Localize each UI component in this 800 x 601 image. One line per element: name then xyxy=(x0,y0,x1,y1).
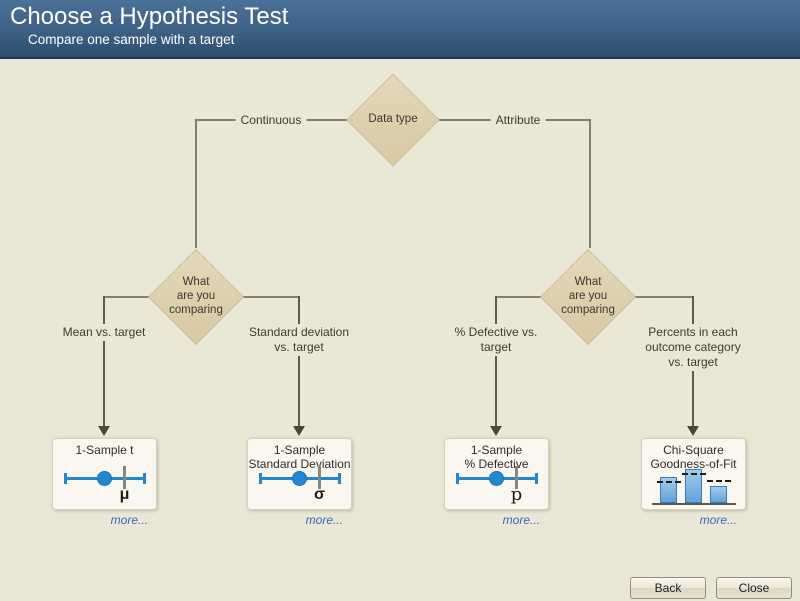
comparing-node-right: What are you comparing xyxy=(539,248,637,346)
comparing-node-left: What are you comparing xyxy=(147,248,245,346)
more-link-1-sample-t[interactable]: more... xyxy=(110,513,148,527)
mu-symbol: μ xyxy=(119,486,130,503)
arrow-line xyxy=(298,296,300,427)
connector-line xyxy=(496,296,542,298)
connector-line xyxy=(634,296,693,298)
data-type-node: Data type xyxy=(346,73,440,167)
arrow-down-icon xyxy=(687,426,699,436)
connector-line xyxy=(104,296,150,298)
card-title: 1-Sample Standard Deviation xyxy=(248,443,351,471)
close-button[interactable]: Close xyxy=(716,577,792,599)
branch-label-attribute: Attribute xyxy=(490,112,546,129)
card-1-sample-percent-defective[interactable]: 1-Sample % Defective p xyxy=(444,438,549,510)
arrow-line xyxy=(495,296,497,427)
outcome-label-mean: Mean vs. target xyxy=(57,324,151,341)
connector-line xyxy=(195,119,197,248)
card-1-sample-standard-deviation[interactable]: 1-Sample Standard Deviation σ xyxy=(247,438,352,510)
comparing-label-left: What are you comparing xyxy=(169,276,223,316)
comparing-label-right: What are you comparing xyxy=(561,276,615,316)
card-chi-square-goodness-of-fit[interactable]: Chi-Square Goodness-of-Fit xyxy=(641,438,746,510)
back-button[interactable]: Back xyxy=(630,577,706,599)
card-1-sample-t[interactable]: 1-Sample t μ xyxy=(52,438,157,510)
page-title: Choose a Hypothesis Test xyxy=(10,3,289,30)
arrow-line xyxy=(103,296,105,427)
sample-vs-target-sigma-icon: σ xyxy=(259,466,341,506)
arrow-down-icon xyxy=(98,426,110,436)
card-title: 1-Sample t xyxy=(75,443,134,457)
sample-vs-target-p-icon: p xyxy=(456,466,538,506)
sigma-symbol: σ xyxy=(314,486,325,503)
dialog-header: Choose a Hypothesis Test Compare one sam… xyxy=(0,0,800,59)
sample-vs-target-mu-icon: μ xyxy=(64,466,146,506)
arrow-down-icon xyxy=(490,426,502,436)
card-title: Chi-Square Goodness-of-Fit xyxy=(650,443,737,471)
p-symbol: p xyxy=(510,484,523,505)
outcome-label-percent-defective: % Defective vs. target xyxy=(449,324,543,356)
outcome-label-percents-each-category: Percents in each outcome category vs. ta… xyxy=(640,324,746,371)
outcome-label-standard-deviation: Standard deviation vs. target xyxy=(243,324,355,356)
chi-square-bars-icon xyxy=(652,463,736,505)
connector-line xyxy=(242,296,299,298)
arrow-down-icon xyxy=(293,426,305,436)
connector-line xyxy=(589,119,591,248)
more-link-standard-deviation[interactable]: more... xyxy=(305,513,343,527)
more-link-percent-defective[interactable]: more... xyxy=(502,513,540,527)
branch-label-continuous: Continuous xyxy=(235,112,307,129)
data-type-label: Data type xyxy=(368,113,418,126)
page-subtitle: Compare one sample with a target xyxy=(28,31,235,47)
more-link-chi-square[interactable]: more... xyxy=(699,513,737,527)
